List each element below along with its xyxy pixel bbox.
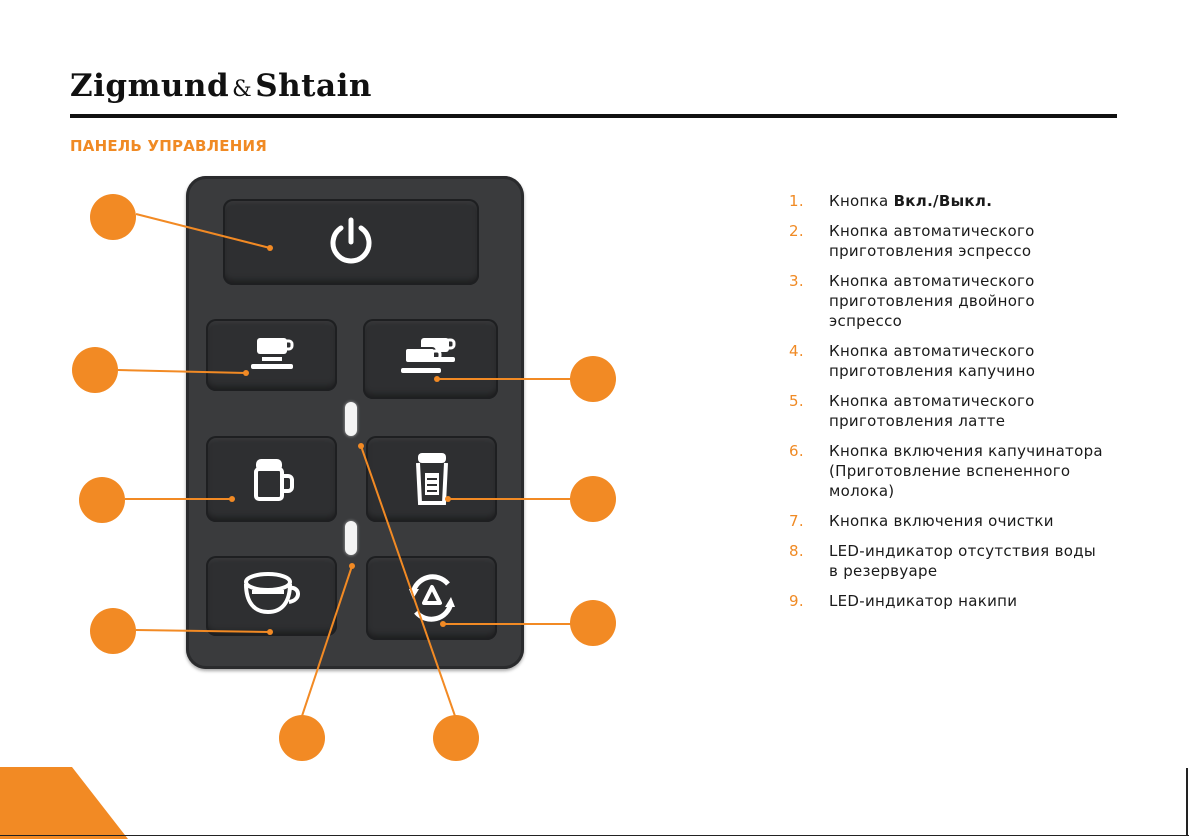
mug-icon	[253, 459, 294, 501]
corner-accent-slope	[72, 767, 128, 839]
callout-latte	[570, 476, 616, 522]
legend-number: 4.	[789, 342, 804, 360]
legend-number: 1.	[789, 192, 804, 210]
legend-item: 1. Кнопка Вкл./Выкл.	[789, 191, 1109, 211]
cappuccino-cup-icon	[243, 572, 300, 615]
cleaning-cycle-icon	[408, 574, 455, 622]
descale-led-indicator	[345, 521, 357, 555]
legend-list: 1. Кнопка Вкл./Выкл. 2. Кнопка автоматичес…	[789, 191, 1109, 621]
callout-cleaning	[570, 600, 616, 646]
legend-text: Кнопка автоматического приготовления лат…	[829, 392, 1035, 430]
legend-number: 7.	[789, 512, 804, 530]
espresso-key	[206, 319, 337, 391]
legend-item: 9. LED-индикатор накипи	[789, 591, 1109, 611]
legend-item: 4. Кнопка автоматического приготовления к…	[789, 341, 1109, 381]
brand-logo: Zigmund&Shtain	[70, 68, 372, 104]
frother-key	[206, 556, 337, 636]
legend-text: Кнопка автоматического приготовления дво…	[829, 272, 1035, 330]
callout-double-espresso	[570, 356, 616, 402]
power-key	[223, 199, 479, 285]
brand-name-left: Zigmund	[70, 68, 230, 104]
legend-number: 8.	[789, 542, 804, 560]
callout-descale-led	[433, 715, 479, 761]
power-icon	[330, 217, 372, 264]
cappuccino-key	[206, 436, 337, 522]
legend-item: 7. Кнопка включения очистки	[789, 511, 1109, 531]
brand-name-right: Shtain	[255, 68, 372, 104]
brand-ampersand: &	[232, 77, 253, 102]
water-led-indicator	[345, 402, 357, 436]
legend-text: LED-индикатор отсутствия воды в резервуа…	[829, 542, 1097, 580]
legend-item: 6. Кнопка включения капучинатора (Пригото…	[789, 441, 1109, 501]
latte-glass-icon	[415, 453, 448, 505]
legend-text: Кнопка автоматического приготовления эсп…	[829, 222, 1035, 260]
footer-edge-rule	[1186, 768, 1188, 835]
legend-text: Кнопка автоматического приготовления кап…	[829, 342, 1036, 380]
footer-rule	[0, 835, 1189, 836]
header-rule	[70, 114, 1117, 118]
section-title: ПАНЕЛЬ УПРАВЛЕНИЯ	[70, 137, 267, 155]
legend-item: 5. Кнопка автоматического приготовления л…	[789, 391, 1109, 431]
callout-water-led	[279, 715, 325, 761]
espresso-cup-icon	[250, 338, 293, 369]
callout-cappuccino	[79, 477, 125, 523]
legend-item: 2. Кнопка автоматического приготовления э…	[789, 221, 1109, 261]
double-espresso-key	[363, 319, 498, 399]
callout-espresso	[72, 347, 118, 393]
legend-number: 6.	[789, 442, 804, 460]
latte-key	[366, 436, 497, 522]
legend-text: Кнопка включения очистки	[829, 512, 1054, 530]
cleaning-key	[366, 556, 497, 640]
legend-text: Кнопка	[829, 192, 894, 210]
legend-number: 9.	[789, 592, 804, 610]
double-espresso-icon	[400, 338, 455, 373]
legend-text: LED-индикатор накипи	[829, 592, 1018, 610]
callout-power	[90, 194, 136, 240]
legend-number: 5.	[789, 392, 804, 410]
legend-item: 8. LED-индикатор отсутствия воды в резерв…	[789, 541, 1109, 581]
legend-item: 3. Кнопка автоматического приготовления д…	[789, 271, 1109, 331]
legend-number: 3.	[789, 272, 804, 290]
legend-text-bold: Вкл./Выкл.	[893, 192, 993, 210]
callout-frother	[90, 608, 136, 654]
control-panel	[186, 176, 524, 669]
corner-accent	[0, 767, 72, 839]
legend-number: 2.	[789, 222, 804, 240]
legend-text: Кнопка включения капучинатора (Приготовл…	[829, 442, 1103, 500]
